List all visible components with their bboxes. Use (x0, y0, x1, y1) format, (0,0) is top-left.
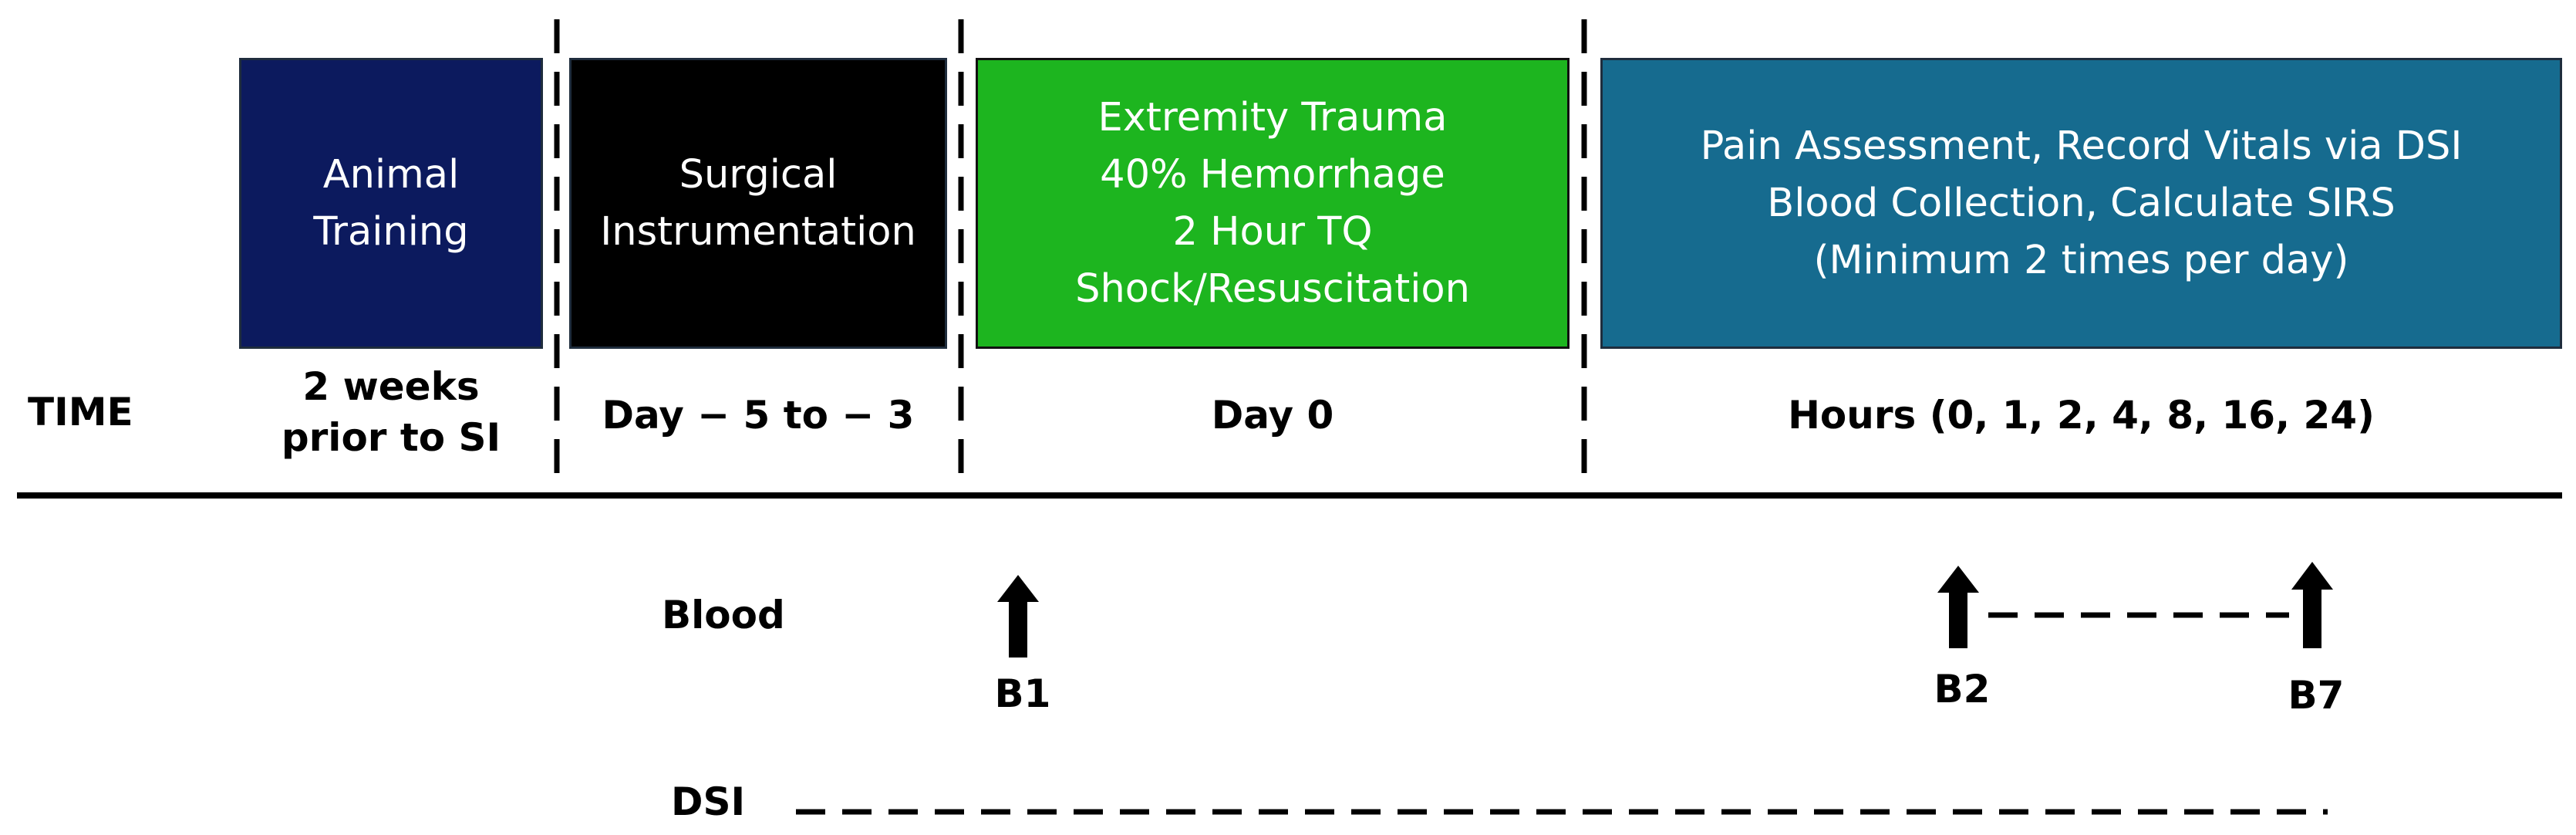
up-arrow-icon (2291, 562, 2333, 648)
phase-text-line: Blood Collection, Calculate SIRS (1767, 180, 2396, 226)
phase-text-line: Extremity Trauma (1097, 94, 1448, 140)
phase-box-surgical-instrumentation: Surgical Instrumentation (569, 58, 947, 349)
phase-text-line: Animal (322, 151, 460, 198)
dsi-row-label: DSI (671, 779, 746, 824)
time-cell-surgical: Day − 5 to − 3 (569, 390, 947, 441)
blood-sample-b7-label: B7 (2288, 673, 2345, 718)
time-text-line: prior to SI (281, 415, 501, 460)
phase-text-line: Shock/Resuscitation (1075, 265, 1470, 312)
phase-text-line: Instrumentation (600, 208, 916, 255)
phase-text-line: 40% Hemorrhage (1100, 151, 1445, 198)
blood-row-label: Blood (662, 593, 785, 637)
time-text-line: Day − 5 to − 3 (602, 393, 915, 438)
time-row-label: TIME (28, 390, 133, 434)
phase-box-animal-training: Animal Training (239, 58, 543, 349)
time-cell-trauma: Day 0 (976, 390, 1570, 441)
blood-sample-b2-label: B2 (1934, 667, 1991, 712)
blood-sample-b1-label: B1 (994, 671, 1051, 716)
phase-box-extremity-trauma: Extremity Trauma 40% Hemorrhage 2 Hour T… (976, 58, 1570, 349)
phase-text-line: 2 Hour TQ (1172, 208, 1373, 255)
phase-text-line: Surgical (679, 151, 838, 198)
up-arrow-icon (997, 575, 1039, 658)
time-cell-pain-assessment: Hours (0, 1, 2, 4, 8, 16, 24) (1600, 390, 2562, 441)
phase-text-line: Training (313, 208, 469, 255)
time-cell-training: 2 weeks prior to SI (239, 361, 543, 463)
time-text-line: 2 weeks (302, 364, 480, 409)
phase-box-pain-assessment: Pain Assessment, Record Vitals via DSI B… (1600, 58, 2562, 349)
phase-text-line: (Minimum 2 times per day) (1813, 237, 2349, 283)
up-arrow-icon (1937, 566, 1979, 648)
time-text-line: Hours (0, 1, 2, 4, 8, 16, 24) (1788, 393, 2375, 438)
time-text-line: Day 0 (1211, 393, 1334, 438)
phase-text-line: Pain Assessment, Record Vitals via DSI (1700, 123, 2463, 169)
